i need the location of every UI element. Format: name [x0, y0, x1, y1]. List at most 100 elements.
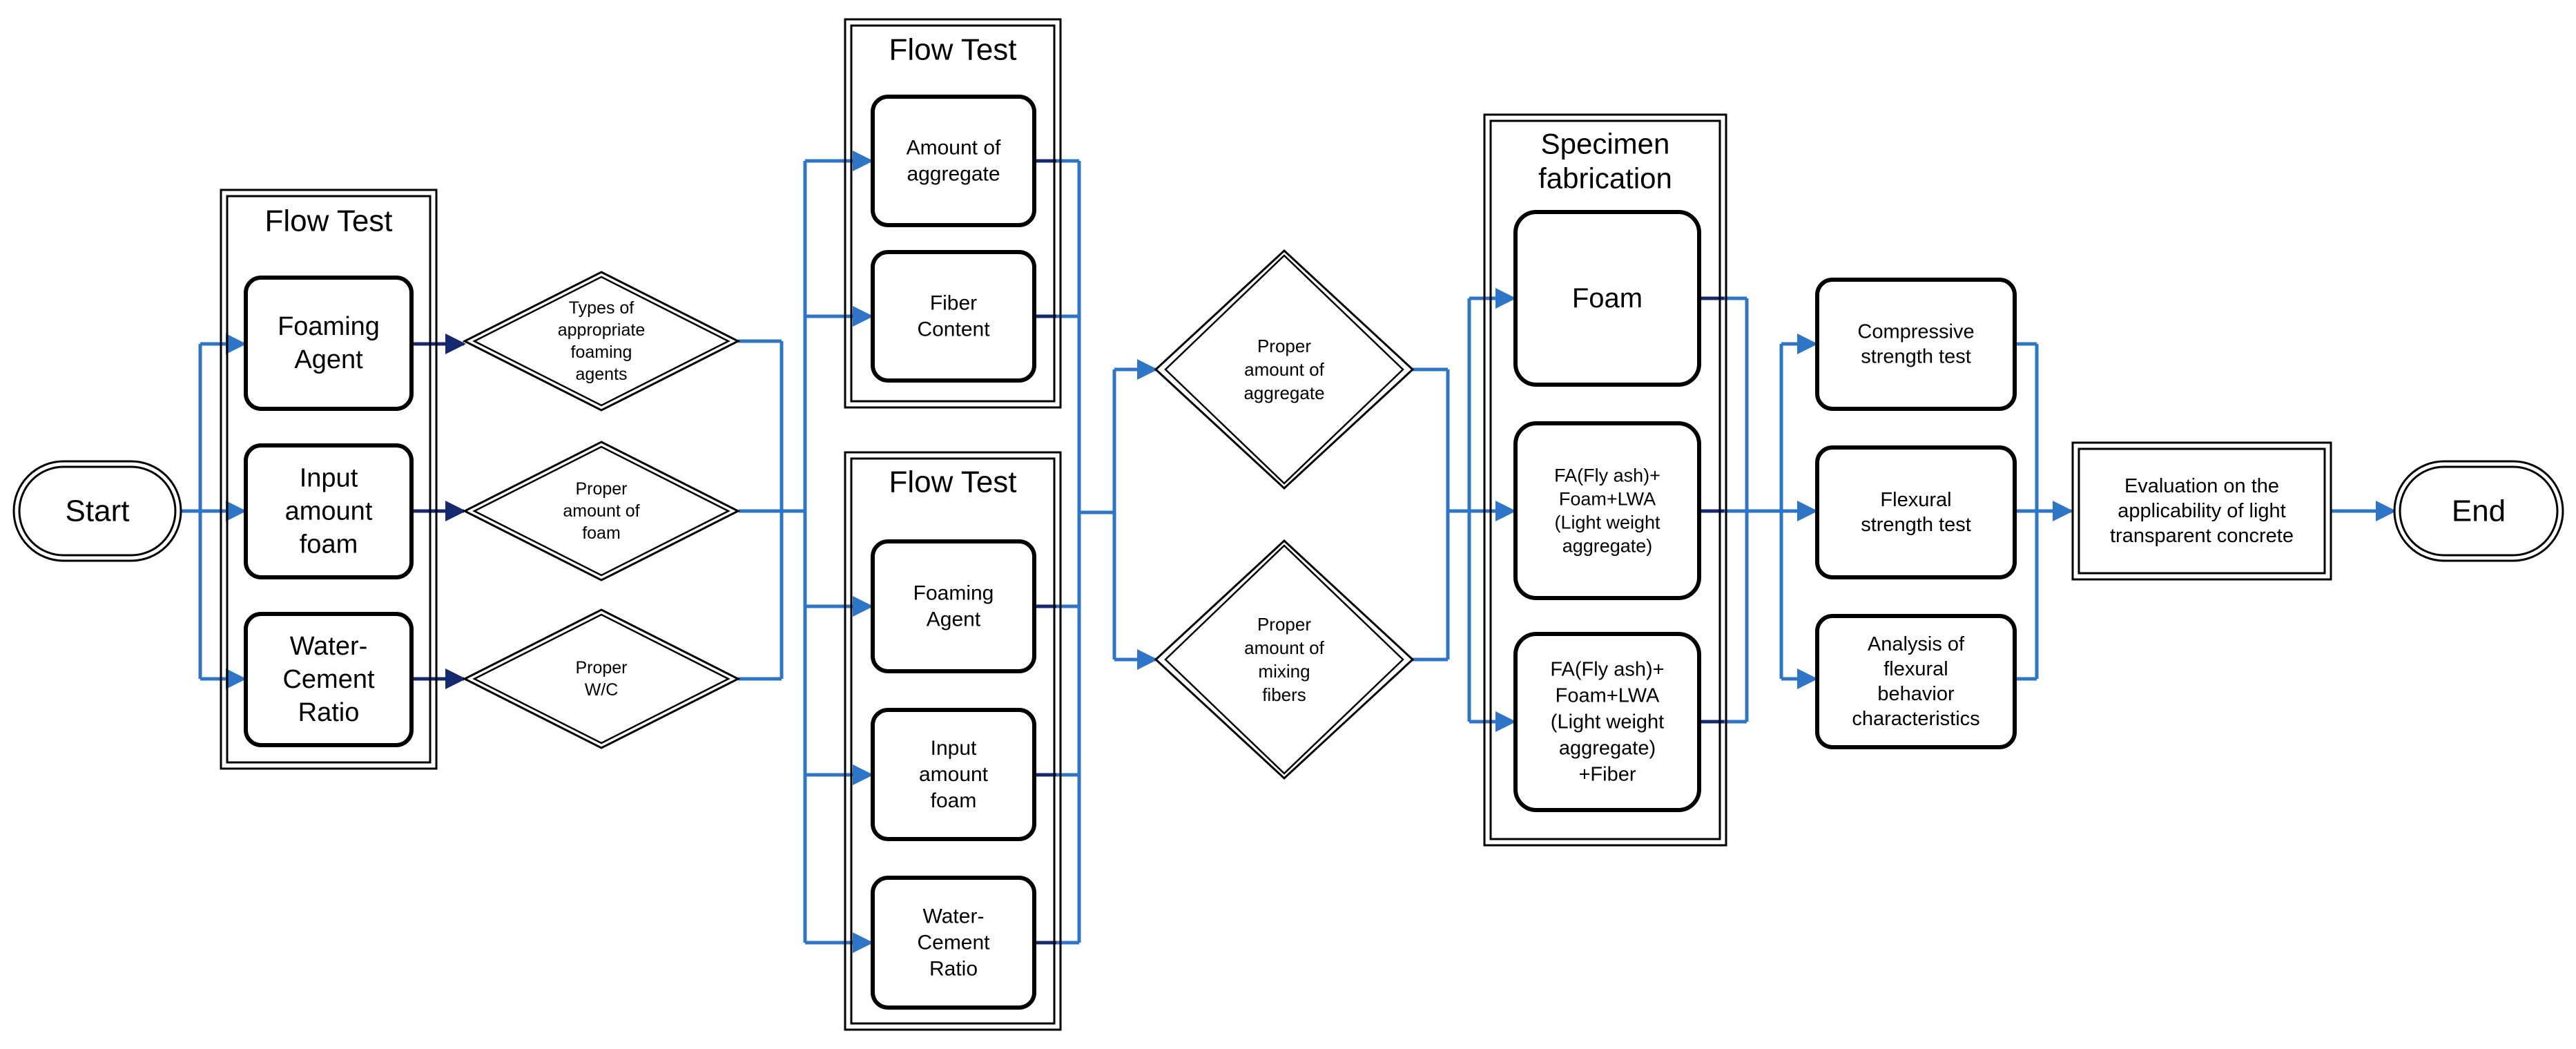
group3-item-label: Cement	[917, 932, 990, 954]
decision2-label: amount of	[1244, 359, 1324, 380]
group1-item-label: Input	[300, 464, 358, 493]
evaluation-frame	[2071, 441, 2332, 581]
group2-item-2	[871, 250, 1036, 383]
group1-frame	[220, 189, 438, 770]
group3-item-2	[871, 708, 1036, 841]
start-node-inner	[18, 465, 177, 557]
decision1-1-inner	[472, 276, 730, 407]
decision1-label: agents	[575, 365, 627, 384]
test-box-label: flexural	[1883, 658, 1948, 680]
group3-item-label: Agent	[927, 608, 981, 631]
decision2-1-inner	[1164, 254, 1404, 485]
test-box-1	[1815, 278, 2017, 411]
group4-frame-inner-border	[1489, 119, 1721, 840]
decision1-label: Proper	[575, 479, 627, 499]
group4-title: fabrication	[1538, 162, 1672, 195]
group4-title: Specimen	[1541, 128, 1670, 160]
group2-item-1	[871, 95, 1036, 227]
group1-item-1	[244, 276, 414, 411]
group4-item-1	[1513, 210, 1701, 387]
group1-item-label: Ratio	[298, 698, 360, 727]
group4-frame	[1483, 113, 1727, 847]
decision1-3-inner	[472, 613, 730, 744]
decision2-label: mixing	[1258, 661, 1310, 682]
test-box-label: behavior	[1877, 683, 1955, 705]
group4-item-label: aggregate)	[1562, 536, 1653, 557]
start-node-outer	[12, 460, 182, 562]
group3-item-label: Water-	[923, 905, 985, 928]
group3-item-1	[871, 539, 1036, 673]
group2-item-label: Content	[917, 318, 990, 341]
group3-frame-inner-border	[850, 457, 1056, 1025]
group1-item-label: foam	[300, 530, 358, 559]
end-node-outer	[2393, 460, 2564, 562]
test-box-label: Flexural	[1880, 489, 1951, 511]
decision2-label: aggregate	[1243, 383, 1324, 403]
group4-item-label: Foam	[1572, 283, 1643, 314]
decision1-2	[462, 441, 741, 581]
group3-title: Flow Test	[889, 465, 1016, 499]
group3-frame-outer-border	[844, 451, 1062, 1031]
group3-item-label: Ratio	[929, 958, 978, 981]
group4-item-label: aggregate)	[1559, 738, 1656, 760]
test-box-label: strength test	[1861, 514, 1971, 536]
decision-nodes: Types ofappropriatefoamingagentsProperam…	[462, 249, 1415, 780]
group4-item-label: FA(Fly ash)+	[1554, 465, 1660, 486]
group4-item-label: Foam+LWA	[1559, 489, 1656, 510]
group3-item-label: Input	[931, 737, 977, 760]
decision1-2-inner	[472, 445, 730, 577]
decision1-label: amount of	[563, 501, 639, 521]
decision2-1	[1154, 249, 1415, 490]
group3-item-label: Foaming	[913, 582, 994, 605]
group3-frame	[844, 451, 1062, 1031]
group3-item-label: foam	[931, 789, 977, 812]
decision2-label: fibers	[1262, 684, 1306, 705]
connectors-layer	[181, 151, 2396, 953]
group1-item-label: Agent	[294, 345, 363, 374]
group2-frame-outer-border	[844, 18, 1062, 409]
group4-item-2	[1513, 421, 1701, 600]
decision1-label: W/C	[585, 680, 619, 700]
start-terminator: Start	[12, 460, 182, 562]
group2-title: Flow Test	[889, 33, 1016, 67]
end-node-inner	[2399, 465, 2559, 557]
group1-item-2	[244, 443, 414, 579]
evaluation-frame-inner-border	[2078, 447, 2326, 575]
group2-frame	[844, 18, 1062, 409]
evaluation-label: transparent concrete	[2110, 525, 2294, 547]
decision1-label: Proper	[575, 658, 627, 677]
test-box-label: Analysis of	[1868, 633, 1965, 655]
group1-item-label: amount	[285, 497, 373, 526]
start-node-label: Start	[66, 494, 130, 528]
group2-frame-inner-border	[850, 24, 1056, 403]
decision2-2-inner	[1164, 544, 1404, 775]
group3-item-3	[871, 876, 1036, 1010]
group2-item-label: Fiber	[930, 292, 977, 315]
decision2-label: Proper	[1257, 336, 1311, 356]
decision1-1-outer	[462, 271, 741, 412]
group3-item-label: amount	[919, 763, 989, 786]
test-box-label: characteristics	[1852, 708, 1979, 730]
evaluation-label: Evaluation on the	[2124, 475, 2279, 497]
flow-test-group-1: Flow TestFoamingAgentInputamountfoamWate…	[220, 189, 438, 770]
test-box-2	[1815, 445, 2017, 579]
group1-item-label: Water-	[290, 632, 368, 661]
decision1-label: appropriate	[558, 320, 645, 340]
group4-frame-outer-border	[1483, 113, 1727, 847]
group4-item-label: (Light weight	[1554, 512, 1660, 533]
decision2-1-outer	[1154, 249, 1415, 490]
end-terminator: End	[2393, 460, 2564, 562]
decision2-label: amount of	[1244, 637, 1324, 658]
decision1-3	[462, 608, 741, 749]
group4-item-label: (Light weight	[1551, 711, 1664, 733]
test-box-label: strength test	[1861, 346, 1971, 368]
decision1-3-outer	[462, 608, 741, 749]
group1-item-3	[244, 612, 414, 747]
decision2-2-outer	[1154, 539, 1415, 780]
